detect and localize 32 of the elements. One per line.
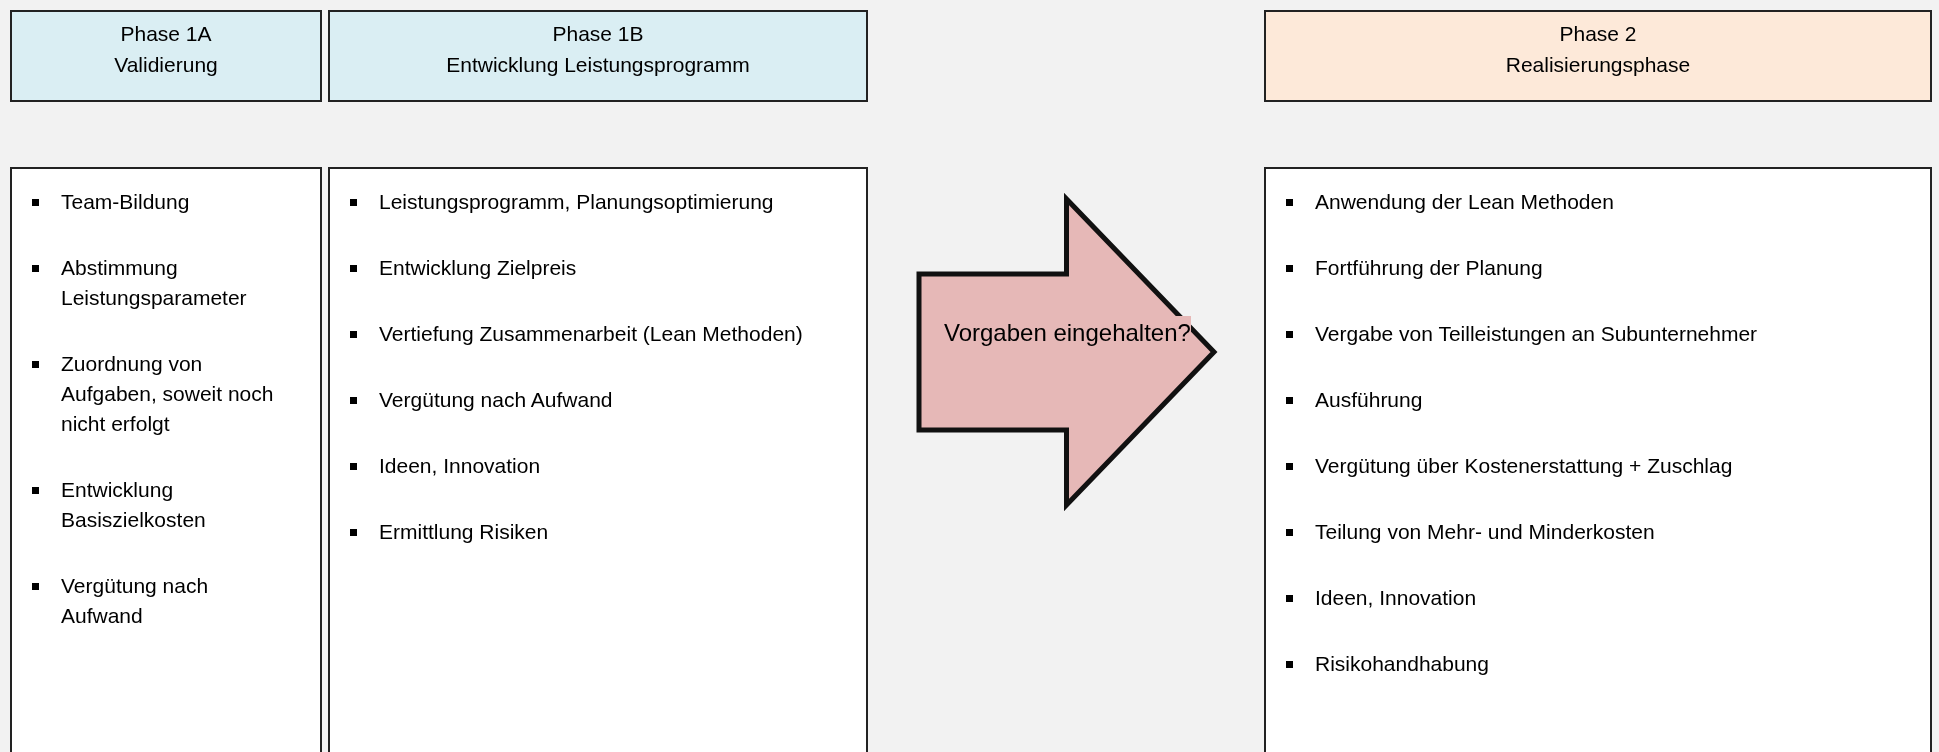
edge-label: Vorgaben eingehalten? [944, 316, 1191, 349]
bullet-text: Ideen, Innovation [379, 453, 541, 479]
bullet-text: Vergütung über Kostenerstattung + Zuschlag [1315, 453, 1733, 479]
bullet-text: Abstimmung Leistungsparameter [61, 255, 248, 311]
bullet-text: Vergabe von Teilleistungen an Subunternehmer [1315, 321, 1758, 347]
task-list-panel [328, 167, 868, 752]
bullet-text: Fortführung der Planung [1315, 255, 1543, 281]
phase-subtitle: Realisierungsphase [1505, 52, 1691, 78]
bullet-text: Entwicklung Zielpreis [379, 255, 577, 281]
phase-title: Phase 1B [552, 21, 644, 47]
bullet-text: Ermittlung Risiken [379, 519, 549, 545]
bullet-text: Vergütung nach Aufwand [379, 387, 613, 413]
phase-header-box [1264, 10, 1932, 102]
phase-subtitle: Validierung [114, 52, 218, 78]
phase-header-box [328, 10, 868, 102]
bullet-text: Ideen, Innovation [1315, 585, 1477, 611]
bullet-text: Teilung von Mehr- und Minderkosten [1315, 519, 1655, 545]
task-list-panel [10, 167, 322, 752]
bullet-text: Vergütung nach Aufwand [61, 573, 210, 629]
phase-title: Phase 1A [120, 21, 212, 47]
bullet-text: Zuordnung von Aufgaben, soweit noch nicht erfolgt [61, 351, 275, 437]
phase-header-box [10, 10, 322, 102]
bullet-text: Entwicklung Basiszielkosten [61, 477, 207, 533]
bullet-text: Team-Bildung [61, 189, 190, 215]
task-list-panel [1264, 167, 1932, 752]
phase-title: Phase 2 [1559, 21, 1637, 47]
phase-subtitle: Entwicklung Leistungsprogramm [446, 52, 750, 78]
bullet-text: Anwendung der Lean Methoden [1315, 189, 1614, 215]
bullet-text: Risikohandhabung [1315, 651, 1489, 677]
bullet-text: Leistungsprogramm, Planungsoptimierung [379, 189, 774, 215]
bullet-text: Vertiefung Zusammenarbeit (Lean Methoden) [379, 321, 803, 347]
bullet-text: Ausführung [1315, 387, 1423, 413]
